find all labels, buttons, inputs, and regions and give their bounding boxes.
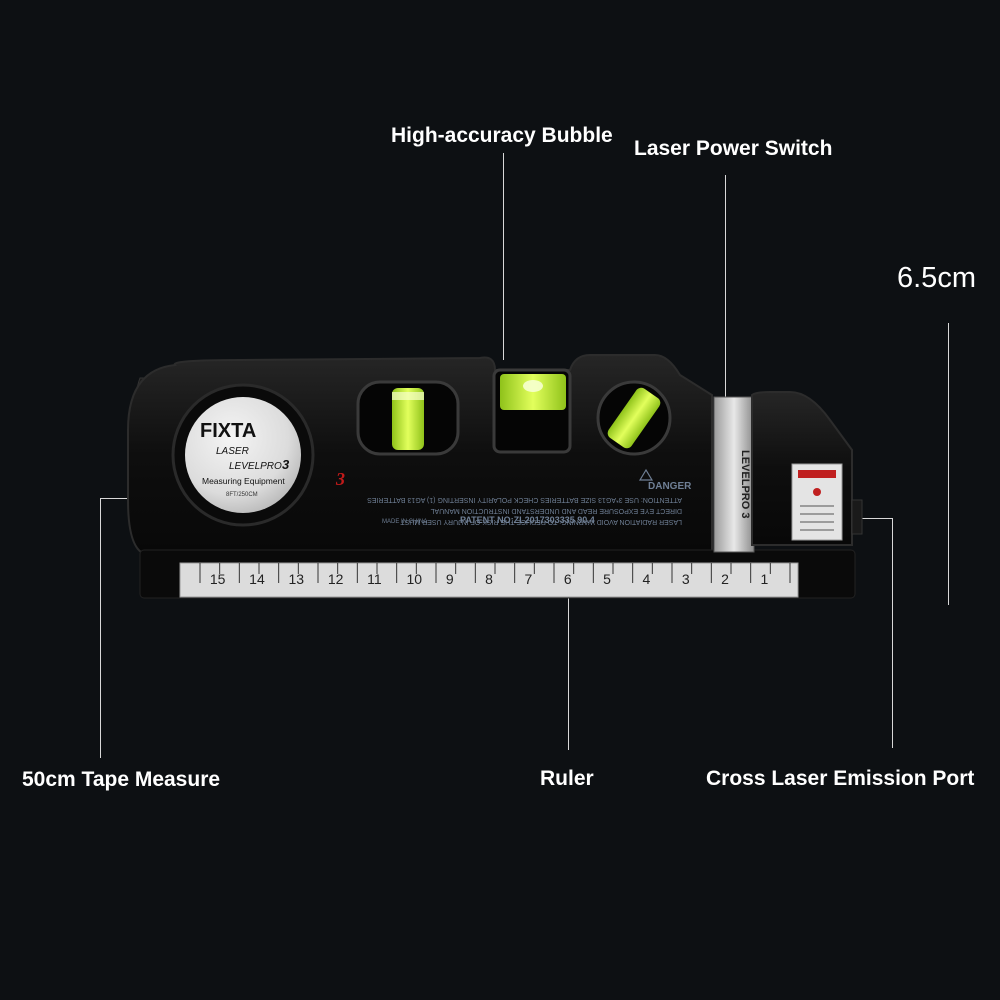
ruler-number: 9 [446,571,454,587]
desc-text: Measuring Equipment [202,476,285,486]
patent-text: PATENT NO:ZL2017303335 90.4 [460,515,595,525]
angled-vial [607,387,661,449]
model-number: 3 [282,457,290,472]
ruler-number: 7 [525,571,533,587]
ruler-number: 1 [761,571,769,587]
ruler-number: 15 [210,571,226,587]
ruler-number: 6 [564,571,572,587]
brand-sub: LASER [216,446,249,457]
ruler-number: 11 [367,571,382,587]
ruler-number: 4 [643,571,651,587]
ruler-number: 8 [485,571,493,587]
warning-line-1: LASER RADIATION AVOID WARNING: TO REDUCE… [400,518,682,525]
side-clamp [713,396,755,553]
ruler-number: 2 [721,571,729,587]
vertical-vial [392,388,424,450]
leader-ruler [568,598,569,750]
leader-power-switch [725,175,726,398]
callout-height: 6.5cm [897,262,976,294]
brand-label [185,397,301,513]
callout-power-switch: Laser Power Switch [634,137,833,160]
side-label: LEVELPRO 3 [739,450,751,518]
danger-label: DANGER [648,481,692,492]
leader-tape-h [100,498,134,499]
ruler-number: 10 [407,571,423,587]
leader-port-h [862,518,893,519]
emission-port [851,499,863,535]
red-mark: 3 [335,469,345,489]
leader-port [892,518,893,748]
ruler-number: 13 [289,571,305,587]
leader-height [948,323,949,605]
ruler-number: 14 [249,571,265,587]
model-text: LEVELPRO [229,461,282,472]
leader-bubble [503,153,504,360]
made-text: MADE IN CHINA [382,519,427,525]
tape-length: 8FT/250CM [226,492,258,498]
callout-emission-port: Cross Laser Emission Port [706,767,975,790]
brand-text: FIXTA [200,420,256,442]
callout-bubble: High-accuracy Bubble [391,124,613,147]
warning-line-3: ATTENTION: USE 3*AG13 SIZE BATTERIES CHE… [367,496,682,503]
ruler-ticks: 15 14 13 12 11 10 9 8 7 6 5 4 3 2 1 [199,563,791,587]
ruler-number: 3 [682,571,690,587]
ruler-number: 5 [603,571,611,587]
warning-line-2: DIRECT EYE EXPOSURE READ AND UNDERSTAND … [431,507,682,514]
ruler-strip [179,562,799,598]
callout-ruler: Ruler [540,767,594,790]
leader-tape [100,498,101,758]
ruler-number: 12 [328,571,344,587]
callout-tape-measure: 50cm Tape Measure [22,768,221,791]
